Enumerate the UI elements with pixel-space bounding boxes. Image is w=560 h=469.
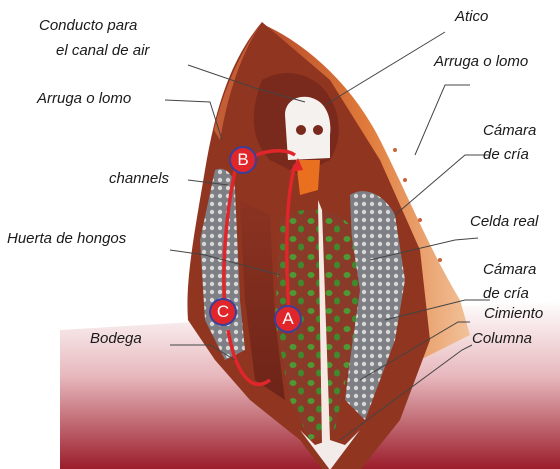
marker-c: C xyxy=(209,298,237,326)
label-conducto-line2: el canal de air xyxy=(56,42,149,60)
label-atico: Atico xyxy=(455,8,488,26)
attic-hole-right xyxy=(313,125,323,135)
label-channels: channels xyxy=(109,170,169,188)
label-columna: Columna xyxy=(472,330,532,348)
label-camara2-line2: de cría xyxy=(483,285,529,303)
label-huerta: Huerta de hongos xyxy=(7,230,126,248)
marker-a: A xyxy=(274,305,302,333)
label-camara2-line1: Cámara xyxy=(483,261,536,279)
label-cimiento: Cimiento xyxy=(484,305,543,323)
label-celda-real: Celda real xyxy=(470,213,538,231)
label-camara1-line2: de cría xyxy=(483,146,529,164)
attic-hole-left xyxy=(296,125,306,135)
label-bodega: Bodega xyxy=(90,330,142,348)
label-arruga-left: Arruga o lomo xyxy=(37,90,131,108)
marker-b: B xyxy=(229,146,257,174)
attic-chamber xyxy=(285,97,330,160)
label-arruga-right: Arruga o lomo xyxy=(434,53,528,71)
label-conducto-line1: Conducto para xyxy=(39,17,137,35)
label-camara1-line1: Cámara xyxy=(483,122,536,140)
